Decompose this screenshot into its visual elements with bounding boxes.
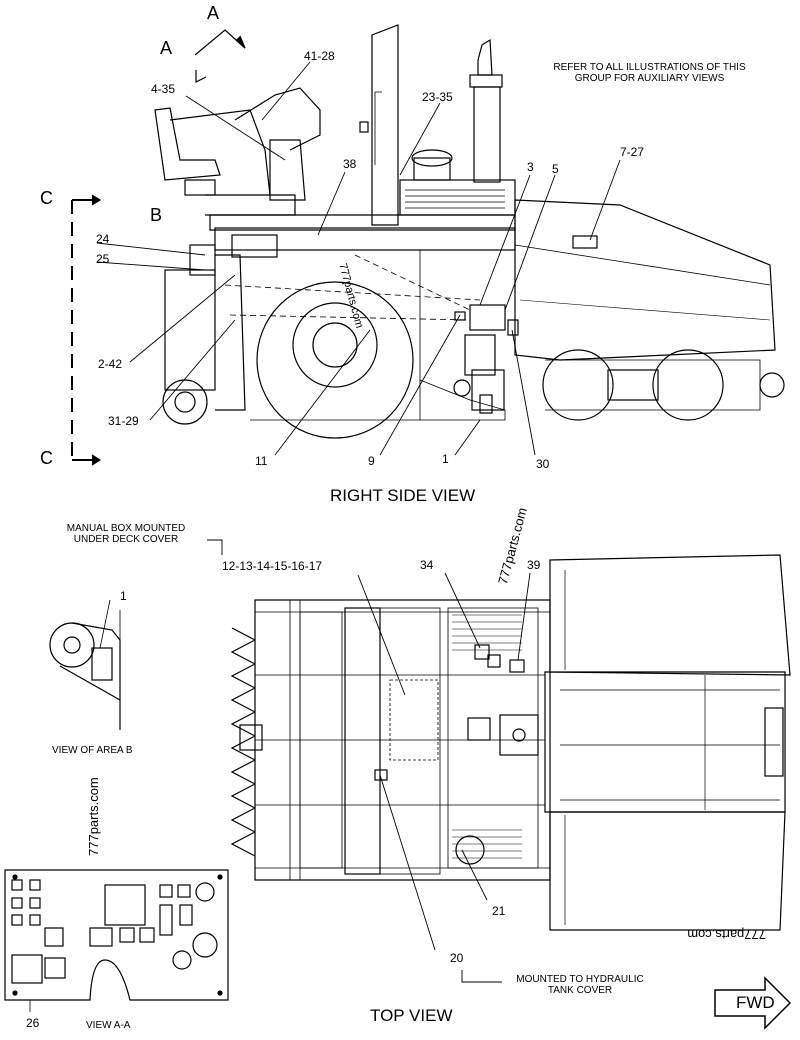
watermark-hopper: 777parts.com: [687, 927, 766, 942]
callout-38: 38: [343, 157, 357, 171]
callout-24: 24: [96, 232, 110, 246]
note-refer-auxiliary: REFER TO ALL ILLUSTRATIONS OF THIS GROUP…: [553, 62, 746, 84]
callout-34: 34: [420, 558, 434, 572]
fwd-label: FWD: [736, 993, 775, 1012]
view-title-area-b: VIEW OF AREA B: [52, 745, 133, 756]
callout-41-28: 41-28: [304, 49, 335, 63]
callout-12-13-14-15-16-17: 12-13-14-15-16-17: [222, 559, 323, 573]
section-letter-a-left: A: [160, 38, 173, 58]
right-side-view-drawing: [154, 24, 785, 439]
callout-21: 21: [492, 904, 506, 918]
callout-11: 11: [255, 454, 268, 468]
callout-9: 9: [368, 454, 375, 468]
callout-23-35: 23-35: [422, 90, 453, 104]
leader-lines-side: [96, 61, 621, 456]
section-letter-c-bottom: C: [40, 448, 53, 468]
callout-2-42: 2-42: [98, 357, 123, 371]
view-title-top: TOP VIEW: [370, 1006, 453, 1025]
section-letter-a-top: A: [207, 3, 220, 23]
area-b-detail: [49, 599, 121, 730]
callout-1-detail: 1: [120, 589, 127, 603]
callout-4-35: 4-35: [151, 82, 176, 96]
note-manual-box: MANUAL BOX MOUNTED UNDER DECK COVER: [66, 523, 186, 545]
section-letter-b: B: [150, 205, 163, 225]
callout-39: 39: [527, 558, 541, 572]
callout-20: 20: [450, 951, 464, 965]
view-title-right-side: RIGHT SIDE VIEW: [330, 486, 476, 505]
section-letter-c-top: C: [40, 188, 53, 208]
callout-26: 26: [26, 1016, 40, 1030]
callout-31-29: 31-29: [108, 414, 139, 428]
callout-5: 5: [552, 162, 559, 176]
callout-7-27: 7-27: [620, 145, 645, 159]
note-mounted-hydraulic: MOUNTED TO HYDRAULIC TANK COVER: [516, 974, 644, 996]
callout-25: 25: [96, 252, 110, 266]
callout-30: 30: [536, 457, 550, 471]
callout-1-side: 1: [442, 452, 449, 466]
callout-3: 3: [527, 160, 534, 174]
fwd-arrow: [714, 976, 792, 1030]
watermark-left: 777parts.com: [86, 777, 101, 856]
view-aa-detail: [4, 869, 229, 1012]
view-title-aa: VIEW A-A: [86, 1020, 131, 1031]
leader-lines-top: [207, 539, 531, 983]
top-view-drawing: [230, 554, 791, 931]
section-indicators: [71, 29, 246, 466]
